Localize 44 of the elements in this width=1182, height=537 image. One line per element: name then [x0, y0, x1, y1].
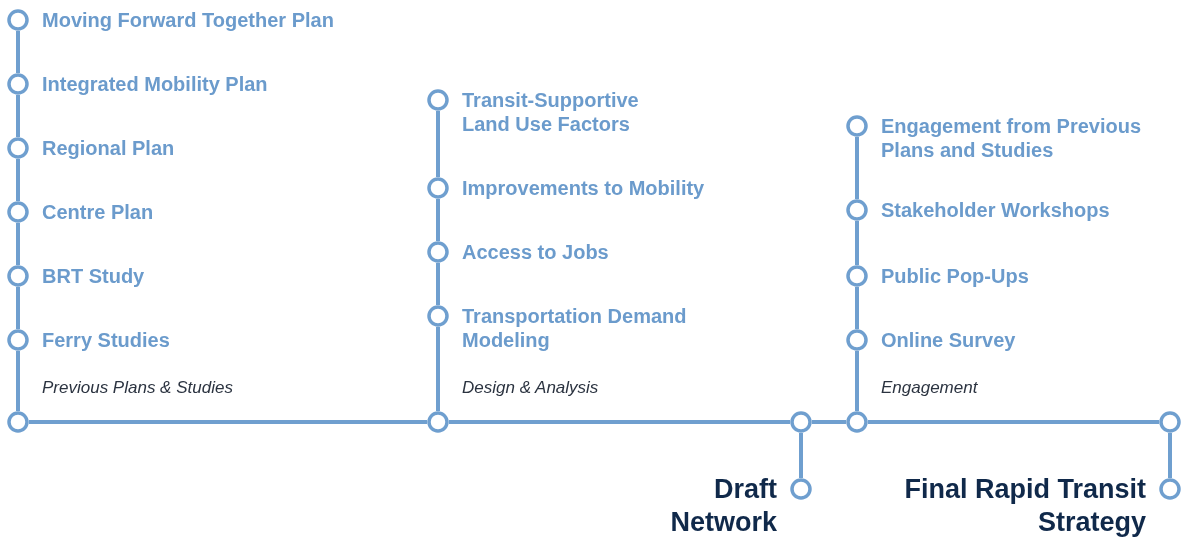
station-label: Transportation Demand Modeling — [462, 304, 688, 352]
milestone-label: Draft Network — [669, 472, 777, 537]
track-line — [436, 199, 440, 241]
station-label: Moving Forward Together Plan — [42, 8, 335, 32]
track-line — [16, 223, 20, 265]
track-line — [29, 420, 427, 424]
station-label: Integrated Mobility Plan — [42, 72, 269, 96]
station-label: Online Survey — [881, 328, 1017, 352]
track-line — [16, 351, 20, 411]
station-label: Stakeholder Workshops — [881, 198, 1111, 222]
track-line — [16, 159, 20, 201]
junction-circle — [7, 411, 29, 433]
milestone-label: Final Rapid Transit Strategy — [903, 472, 1146, 537]
track-line — [855, 221, 859, 265]
station-label: Regional Plan — [42, 136, 176, 160]
station-label: Ferry Studies — [42, 328, 171, 352]
track-line — [855, 137, 859, 199]
station-label: Centre Plan — [42, 200, 155, 224]
section-caption: Engagement — [881, 378, 978, 398]
track-line — [799, 433, 803, 478]
track-line — [436, 263, 440, 305]
station-label: Public Pop-Ups — [881, 264, 1030, 288]
section-caption: Previous Plans & Studies — [42, 378, 233, 398]
track-line — [1168, 433, 1172, 478]
station-label: BRT Study — [42, 264, 146, 288]
track-line — [16, 287, 20, 329]
track-line — [16, 95, 20, 137]
track-line — [436, 111, 440, 177]
track-line — [436, 327, 440, 411]
station-label: Access to Jobs — [462, 240, 610, 264]
station-label: Transit-Supportive Land Use Factors — [462, 88, 640, 136]
track-line — [868, 420, 1159, 424]
junction-circle — [1159, 411, 1181, 433]
track-line — [449, 420, 790, 424]
junction-circle — [427, 411, 449, 433]
track-line — [812, 420, 846, 424]
station-label: Engagement from Previous Plans and Studies — [881, 114, 1143, 162]
section-caption: Design & Analysis — [462, 378, 599, 398]
station-label: Improvements to Mobility — [462, 176, 706, 200]
junction-circle — [790, 411, 812, 433]
track-line — [855, 351, 859, 411]
junction-circle — [846, 411, 868, 433]
track-line — [855, 287, 859, 329]
track-line — [16, 31, 20, 73]
